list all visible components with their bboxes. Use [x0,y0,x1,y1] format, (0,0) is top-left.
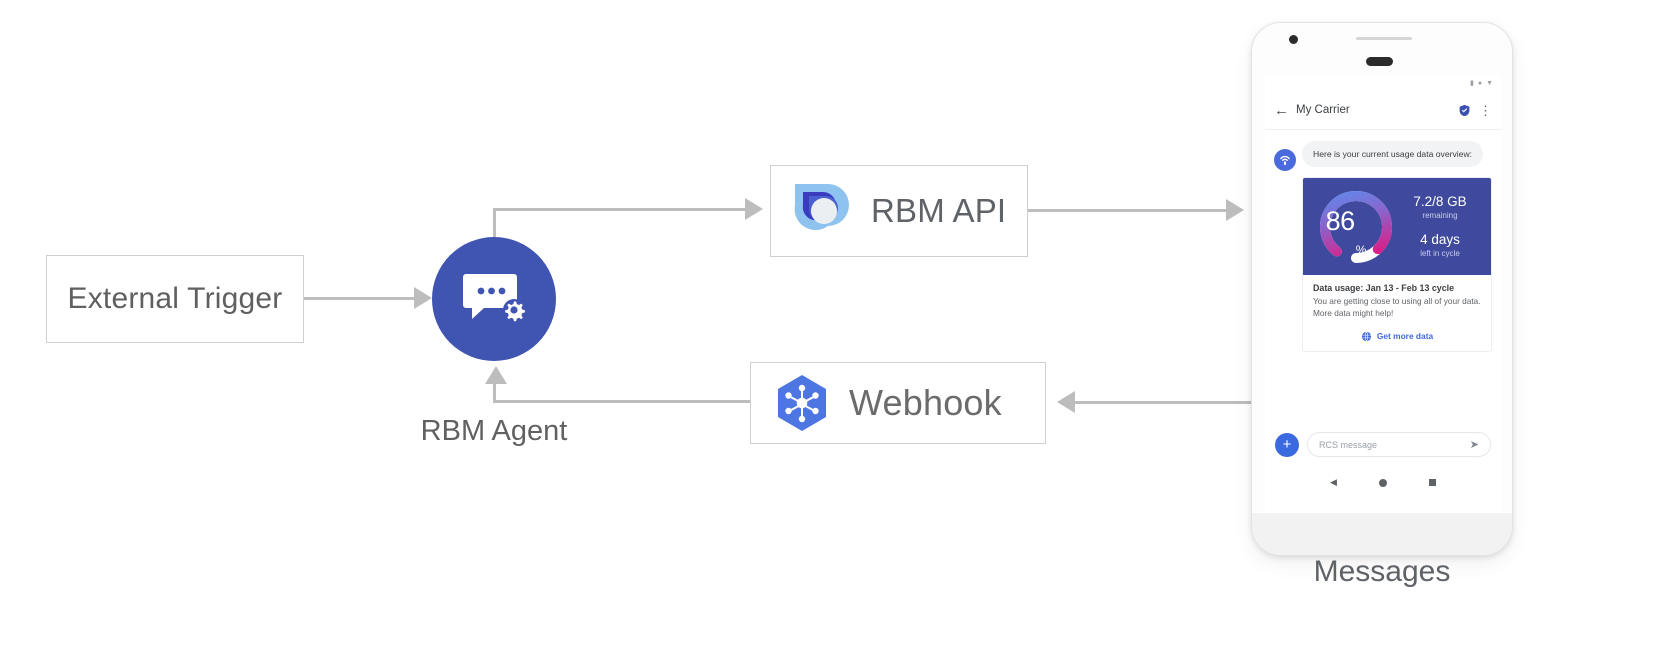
usage-percent-number: 86 [1325,205,1356,236]
external-trigger-label: External Trigger [67,282,283,315]
status-bar: ▮ ● ▼ [1265,75,1501,91]
phone-camera [1289,35,1298,44]
android-nav-bar: ◀ [1265,478,1501,487]
webhook-label: Webhook [849,382,1002,423]
incoming-message-row: Here is your current usage data overview… [1265,141,1501,171]
phone-sensor-bar [1356,37,1412,40]
signal-icon: ▮ [1469,79,1474,87]
phone-mockup: ▮ ● ▼ ← My Carrier ⋮ [1251,22,1513,556]
webhook-node[interactable]: Webhook [750,362,1046,444]
days-left-label: left in cycle [1420,248,1460,258]
antenna-icon [1280,155,1290,165]
rich-card-body-line-1: You are getting close to using all of yo… [1313,296,1481,306]
phone-top-bezel [1252,23,1512,75]
get-more-data-button[interactable]: Get more data [1303,326,1491,351]
phone-screen: ▮ ● ▼ ← My Carrier ⋮ [1265,75,1501,515]
rich-card-body-line-2: More data might help! [1313,307,1394,318]
data-remaining-value: 7.2/8 GB [1413,193,1467,209]
globe-icon [1361,331,1371,341]
send-icon[interactable]: ➤ [1469,439,1479,451]
verified-shield-icon[interactable] [1458,104,1471,117]
usage-gauge [1313,184,1399,270]
rich-card-text: Data usage: Jan 13 - Feb 13 cycle You ar… [1303,275,1491,326]
rbm-agent-label: RBM Agent [420,415,568,447]
carrier-agent-avatar [1274,149,1296,171]
battery-icon: ▼ [1486,79,1493,87]
donut-chart-icon [1320,190,1392,263]
nav-home-icon[interactable] [1378,478,1387,487]
rbm-api-label: RBM API [871,192,1007,229]
usage-percent-symbol: % [1355,243,1367,257]
wifi-icon: ● [1477,79,1483,87]
phone-bottom-bezel [1252,513,1512,555]
chat-gear-icon [463,274,525,322]
nav-recents-icon[interactable] [1428,479,1436,486]
rich-card-title: Data usage: Jan 13 - Feb 13 cycle [1313,283,1455,293]
rcs-message-input[interactable]: RCS message ➤ [1307,432,1491,457]
messages-label: Messages [1313,555,1451,588]
phone-earpiece-speaker [1366,57,1393,66]
rbm-agent-node[interactable] [432,237,556,361]
rbm-api-logo [794,184,849,231]
message-composer: + RCS message ➤ [1265,432,1501,457]
webhook-hexagon-icon [778,375,826,431]
plus-icon[interactable]: + [1275,432,1299,457]
incoming-message-bubble: Here is your current usage data overview… [1302,141,1484,168]
usage-stats: 7.2/8 GB remaining 4 days left in cycle [1399,194,1487,260]
conversation-thread: Here is your current usage data overview… [1265,130,1501,493]
overflow-menu-icon[interactable]: ⋮ [1479,102,1492,118]
rbm-api-node[interactable]: RBM API [770,165,1028,257]
rich-card[interactable]: 86 % 7.2/8 GB remaining 4 days left in c… [1302,177,1492,352]
back-arrow-icon[interactable]: ← [1274,101,1289,119]
days-left-value: 4 days [1420,232,1460,247]
get-more-data-label: Get more data [1376,331,1434,342]
usage-panel: 86 % 7.2/8 GB remaining 4 days left in c… [1303,178,1491,275]
nav-back-icon[interactable]: ◀ [1330,477,1337,487]
external-trigger-node[interactable]: External Trigger [46,255,304,343]
app-bar-title: My Carrier [1296,104,1350,116]
rcs-message-placeholder: RCS message [1319,439,1378,450]
data-remaining-label: remaining [1422,210,1458,220]
usage-percent-value: 86 % [1303,178,1389,264]
app-bar: ← My Carrier ⋮ [1265,91,1501,130]
